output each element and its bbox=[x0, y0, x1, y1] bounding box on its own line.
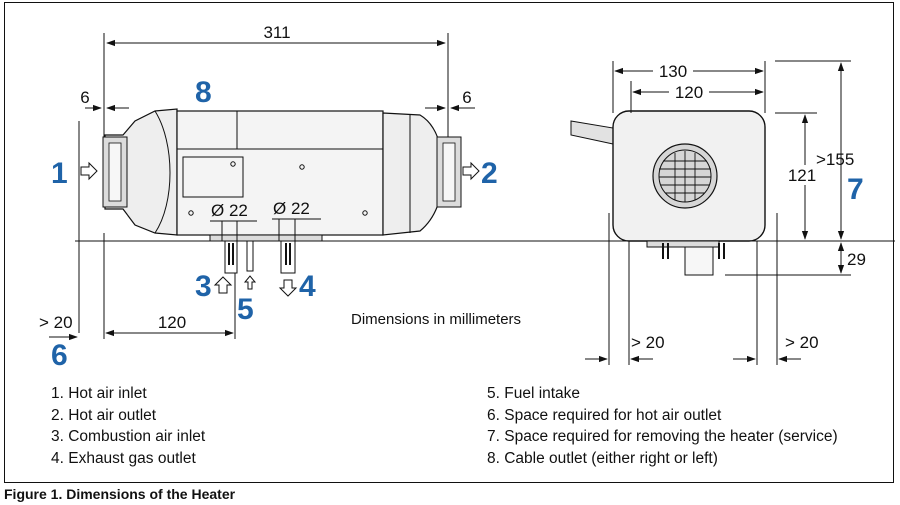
callout-8: 8 bbox=[195, 76, 212, 109]
figure-frame: 311 6 6 bbox=[4, 2, 895, 483]
legend-item: 2. Hot air outlet bbox=[51, 406, 157, 424]
dim-overall-length: 311 bbox=[263, 23, 290, 42]
dim-height-total: >155 bbox=[816, 150, 854, 169]
dim-pipe-offset: 120 bbox=[158, 313, 186, 332]
callout-2: 2 bbox=[481, 157, 498, 190]
fuel-intake-arrow-icon bbox=[243, 275, 257, 290]
exhaust-arrow-icon bbox=[278, 279, 298, 297]
dim-front-space-right: > 20 bbox=[785, 333, 819, 352]
legend-item: 3. Combustion air inlet bbox=[51, 428, 206, 445]
dim-left-clearance: 6 bbox=[80, 88, 89, 107]
dim-width-inner: 120 bbox=[675, 83, 703, 102]
cable bbox=[570, 120, 614, 145]
legend-item: 6. Space required for hot air outlet bbox=[487, 406, 722, 424]
dim-foot-height: 29 bbox=[847, 250, 866, 269]
dim-width-outer: 130 bbox=[659, 62, 687, 81]
legend-left: 1. Hot air inlet 2. Hot air outlet 3. Co… bbox=[51, 383, 205, 469]
legend-item: 4. Exhaust gas outlet bbox=[51, 449, 196, 467]
legend-item: 5. Fuel intake bbox=[487, 385, 581, 402]
combustion-air-arrow-icon bbox=[213, 276, 233, 294]
callout-7: 7 bbox=[847, 173, 864, 206]
side-view: 311 6 6 bbox=[39, 23, 895, 341]
front-view: 130 120 121 >155 29 > 20 > 20 bbox=[570, 60, 866, 365]
legend-item: 8. Cable outlet (either right or left) bbox=[487, 449, 718, 467]
callout-3: 3 bbox=[195, 270, 212, 303]
callout-1: 1 bbox=[51, 157, 68, 190]
dim-front-space-left: > 20 bbox=[631, 333, 665, 352]
legend-right: 5. Fuel intake 6. Space required for hot… bbox=[487, 383, 838, 469]
dim-exhaust-diameter: Ø 22 bbox=[273, 199, 310, 218]
dim-right-clearance: 6 bbox=[462, 88, 471, 107]
figure-caption: Figure 1. Dimensions of the Heater bbox=[4, 486, 236, 502]
callout-4: 4 bbox=[299, 270, 316, 303]
dim-inlet-diameter: Ø 22 bbox=[211, 201, 248, 220]
hot-air-inlet-arrow-icon bbox=[80, 161, 98, 181]
callout-6: 6 bbox=[51, 339, 68, 372]
callout-5: 5 bbox=[237, 293, 254, 326]
dim-height-body: 121 bbox=[788, 166, 816, 185]
dim-side-space: > 20 bbox=[39, 313, 73, 332]
heater-dimension-drawing: 311 6 6 bbox=[39, 23, 895, 372]
legend-item: 1. Hot air inlet bbox=[51, 385, 147, 402]
hot-air-outlet-arrow-icon bbox=[462, 161, 480, 181]
legend-item: 7. Space required for removing the heate… bbox=[487, 428, 838, 445]
heater-body-side bbox=[102, 108, 462, 274]
units-note: Dimensions in millimeters bbox=[351, 311, 521, 328]
